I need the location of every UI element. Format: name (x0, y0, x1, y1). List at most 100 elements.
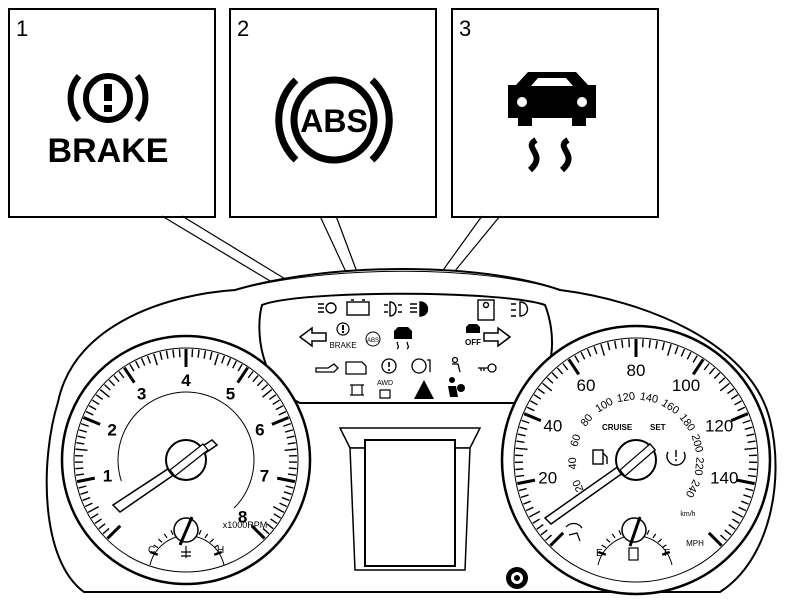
speed-tick (748, 468, 757, 471)
speed-tick (518, 487, 527, 492)
speed-tick (533, 394, 542, 400)
speed-tick (537, 388, 545, 395)
speed-tick (747, 474, 756, 478)
tach-tick (247, 371, 254, 379)
tach-tick (275, 405, 284, 411)
tach-number: 1 (103, 467, 112, 486)
tach-tick (197, 349, 200, 358)
tach-tick (76, 476, 96, 484)
tach-tick (78, 485, 87, 489)
fog-lamp-icon (384, 301, 402, 317)
tach-tick (256, 379, 264, 387)
tach-number: 4 (181, 371, 191, 390)
speed-tick (551, 372, 559, 380)
check-engine-icon (345, 361, 367, 375)
tach-inner-arc (117, 391, 255, 509)
high-beam-icon (410, 301, 429, 317)
tach-tick (98, 523, 106, 530)
sub-gauge-tick (646, 529, 650, 535)
abs-label: ABS (300, 103, 368, 139)
speed-tick (731, 510, 744, 518)
speed-tick (666, 344, 672, 356)
tach-tick (88, 405, 97, 411)
speed-tick (746, 433, 755, 437)
speed-tick (727, 388, 735, 395)
turn-signal-right-icon (483, 326, 512, 348)
speed-mph-number: 40 (543, 417, 562, 436)
sub-gauge-tick (652, 533, 657, 539)
tach-number: 3 (137, 384, 146, 403)
speed-tick (521, 419, 530, 424)
oil-pressure-icon (315, 363, 339, 373)
tach-number: 8 (238, 508, 247, 527)
security-key-icon (478, 363, 497, 373)
telltales-row-3 (315, 356, 497, 375)
power-steering-icon (411, 358, 431, 374)
speed-tick (528, 510, 541, 518)
tach-tick (262, 389, 273, 398)
speed-tick (523, 500, 532, 505)
speed-tick (574, 355, 580, 363)
coolant-temp-icon (181, 546, 191, 558)
tach-tick (165, 350, 169, 359)
sub-gauge-tick (149, 550, 159, 556)
speed-tick (719, 382, 730, 392)
speed-tick (703, 363, 710, 371)
speed-tick (567, 358, 581, 376)
tach-tick (146, 355, 152, 364)
speed-tick (742, 419, 751, 424)
speed-tick (607, 342, 611, 351)
tach-tick (252, 375, 259, 383)
speed-tick (545, 534, 552, 541)
tach-tick (82, 496, 91, 502)
speed-tick (747, 440, 756, 444)
tach-tick (288, 467, 297, 470)
speed-tick (519, 426, 528, 431)
speed-tick (515, 468, 524, 471)
tach-tick (226, 358, 232, 366)
low-fuel-icon (592, 449, 608, 465)
tach-number: 7 (260, 467, 269, 486)
speed-tick (520, 494, 529, 499)
tach-tick (203, 350, 207, 359)
tach-tick (140, 358, 146, 366)
tach-tick (104, 384, 111, 391)
speed-tick (523, 412, 542, 422)
speed-tick (730, 394, 739, 400)
tach-tick (273, 513, 282, 519)
kmh-unit-label: km/h (680, 511, 695, 518)
tach-tick (134, 360, 140, 369)
tach-tick (283, 422, 292, 427)
tach-tick (102, 527, 110, 535)
callout-number-1: 1 (16, 16, 28, 41)
speed-tick (516, 440, 525, 444)
speed-mph-number: 60 (577, 376, 596, 395)
sub-gauge-tick (601, 544, 607, 549)
callout-number-3: 3 (459, 16, 471, 41)
speed-kmh-number: 20 (570, 478, 586, 494)
tach-tick (108, 379, 116, 387)
speed-mph-number: 80 (627, 361, 646, 380)
abs-telltale-icon: ABS (365, 331, 381, 347)
speed-kmh-number: 140 (639, 391, 659, 407)
tach-tick (268, 394, 277, 401)
tach-tick (90, 513, 99, 519)
brake-telltale-label: BRAKE (329, 341, 356, 350)
speed-tick (724, 529, 732, 536)
tach-tick (261, 384, 268, 391)
fuel-gauge: E F (596, 516, 673, 566)
tach-tick (266, 523, 274, 530)
tach-tick (87, 506, 100, 513)
sub-gauge-tick (163, 533, 168, 539)
fuel-full-label: F (664, 548, 670, 559)
speed-mph-number: 20 (538, 469, 557, 488)
speed-tick (674, 346, 679, 355)
hazard-warning-icon (414, 380, 434, 399)
tach-tick (220, 355, 226, 364)
speed-tick (680, 348, 686, 357)
speed-kmh-number: 120 (616, 390, 636, 405)
speed-tick (740, 500, 749, 505)
speed-tick (530, 400, 538, 406)
speed-tick (580, 351, 586, 360)
